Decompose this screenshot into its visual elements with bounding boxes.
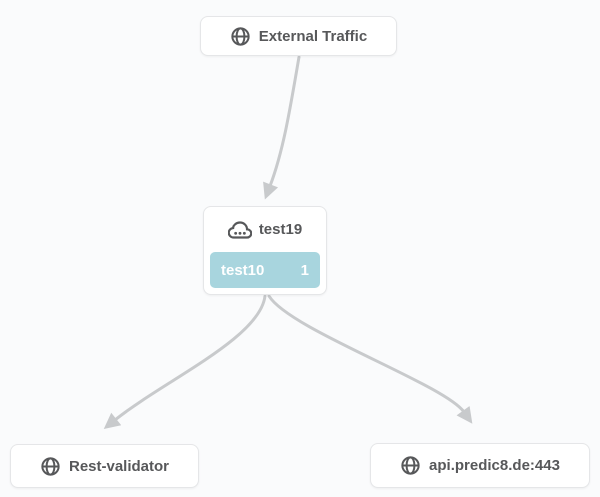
badge-name: test10 [221, 261, 265, 279]
edge-test19-to-api-predic8[interactable] [267, 294, 473, 424]
node-label: External Traffic [258, 27, 368, 45]
node-label: api.predic8.de:443 [429, 457, 560, 474]
cloud-icon [227, 220, 252, 239]
node-label: Rest-validator [68, 457, 170, 475]
node-label: test19 [258, 221, 303, 238]
node-api-predic8[interactable]: api.predic8.de:443 [370, 443, 590, 488]
node-test19[interactable]: test19 test10 1 [203, 206, 327, 295]
node-rest-validator[interactable]: Rest-validator [10, 444, 199, 488]
globe-icon [40, 456, 61, 477]
globe-icon [230, 26, 251, 47]
node-external-traffic[interactable]: External Traffic [200, 16, 397, 56]
globe-icon [400, 455, 421, 476]
badge-test10[interactable]: test10 1 [210, 252, 320, 288]
edge-test19-to-rest-validator[interactable] [103, 294, 267, 429]
edge-external-traffic-to-test19[interactable] [263, 55, 301, 200]
badge-count: 1 [300, 261, 309, 279]
node-test19-header: test19 [204, 207, 326, 252]
